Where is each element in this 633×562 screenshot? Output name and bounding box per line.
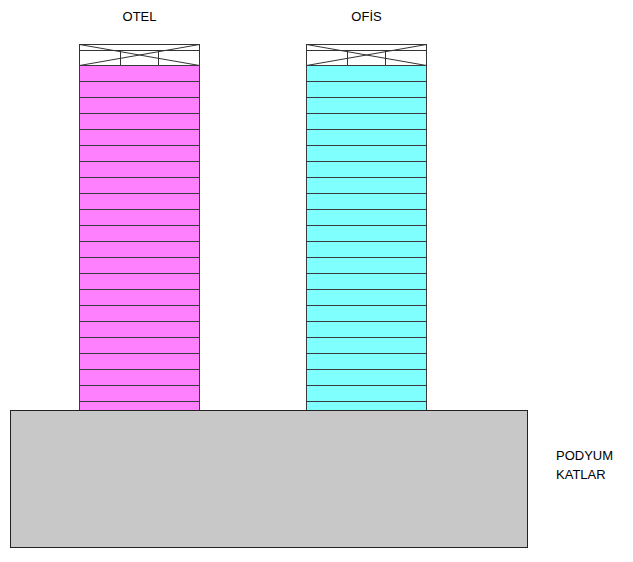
tower-label: OTEL — [123, 8, 157, 27]
tower-label: OFİS — [351, 8, 381, 27]
roof-structure — [307, 45, 427, 66]
podium-block: PODYUM KATLAR — [10, 410, 528, 548]
podium-label: PODYUM KATLAR — [556, 447, 628, 485]
hotel-tower: OTEL — [79, 65, 200, 411]
office-tower: OFİS — [306, 65, 427, 411]
roof-structure — [80, 45, 200, 66]
